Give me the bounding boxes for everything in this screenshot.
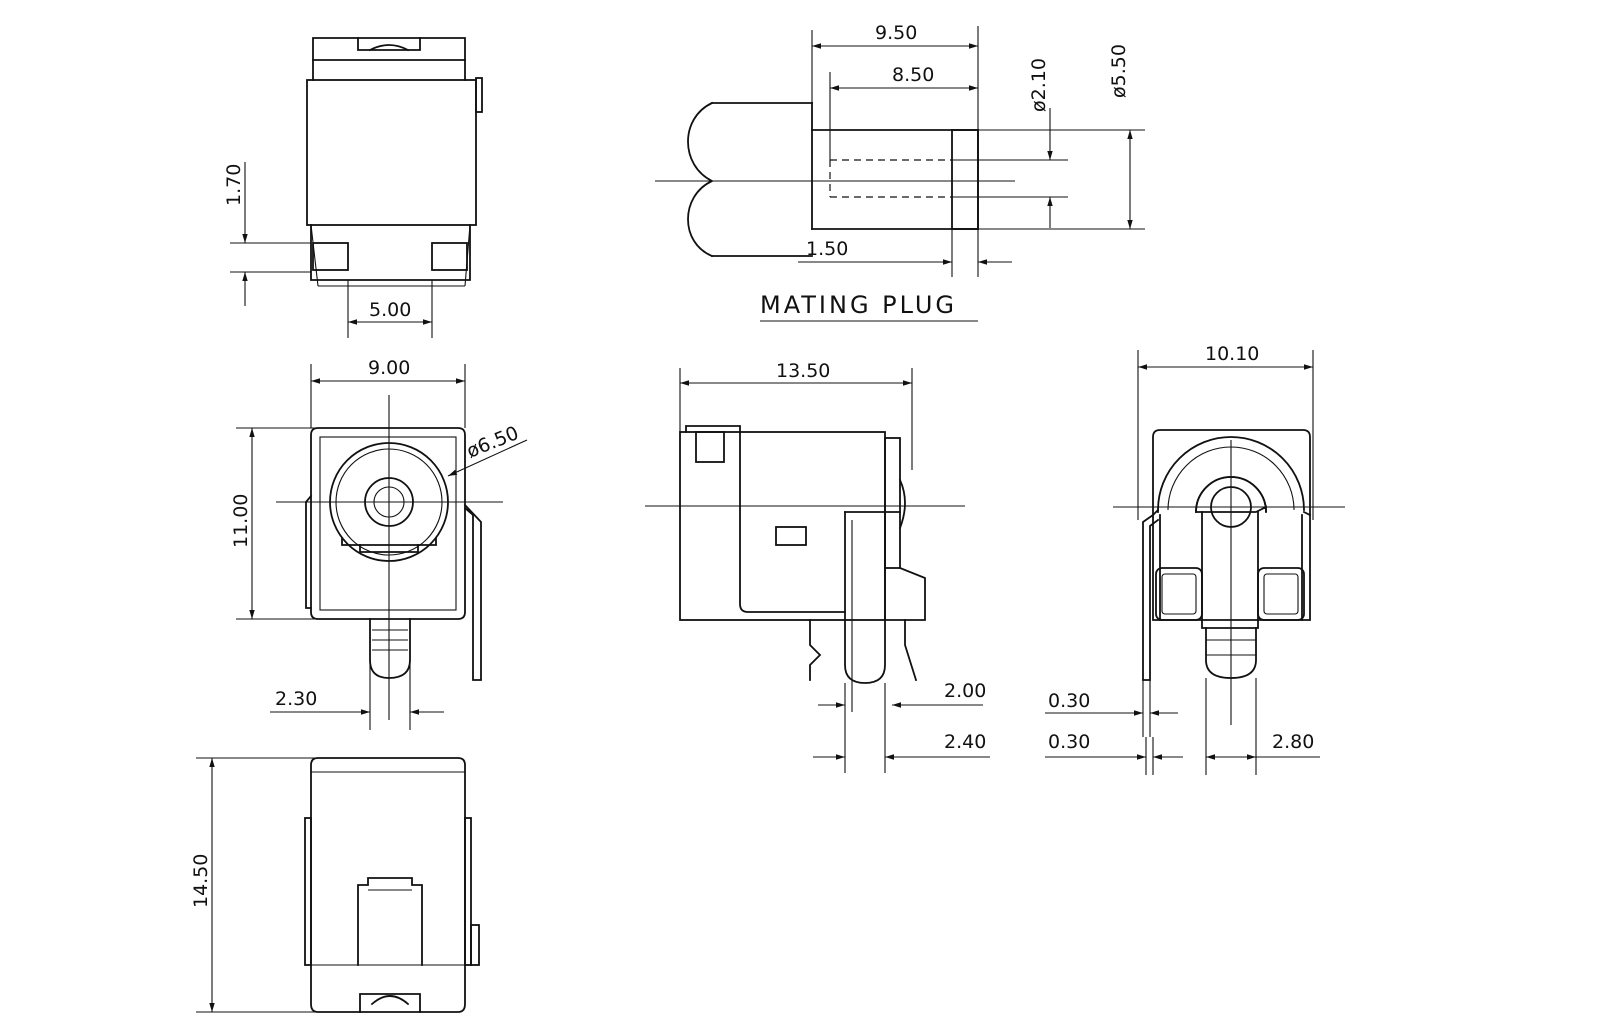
dim-front-pin: 2.30 — [275, 688, 317, 710]
dim-side-pin2: 2.40 — [944, 731, 986, 753]
bottom-view: 14.50 — [190, 757, 480, 1013]
dim-side-pin1: 2.00 — [944, 680, 986, 702]
view-title: MATING PLUG — [760, 291, 957, 319]
dim-pin-diameter: ø2.10 — [1028, 58, 1050, 112]
dim-rear-width: 10.10 — [1205, 343, 1259, 365]
front-view: 9.00 11.00 ø6.50 2.30 — [230, 357, 528, 730]
dim-front-barrel: ø6.50 — [464, 422, 522, 463]
rear-view: 10.10 0.30 0.30 2.80 — [1045, 343, 1345, 775]
dim-top-pin-gap: 1.70 — [223, 164, 245, 206]
dim-rear-t1: 0.30 — [1048, 690, 1090, 712]
dim-top-width: 5.00 — [369, 299, 411, 321]
dim-plug-tip: 1.50 — [806, 238, 848, 260]
dim-front-width: 9.00 — [368, 357, 410, 379]
dim-plug-length: 9.50 — [875, 22, 917, 44]
dim-rear-t2: 0.30 — [1048, 731, 1090, 753]
dim-side-length: 13.50 — [776, 360, 830, 382]
dim-pin-depth: 8.50 — [892, 64, 934, 86]
dim-rear-pin: 2.80 — [1272, 731, 1314, 753]
dim-bottom-length: 14.50 — [190, 854, 212, 908]
mating-plug-view: 9.50 8.50 ø2.10 ø5.50 1.50 MATING PLUG — [655, 22, 1145, 322]
dim-plug-diameter: ø5.50 — [1108, 44, 1130, 98]
dim-front-height: 11.00 — [230, 494, 252, 548]
top-view: 1.70 5.00 — [223, 37, 483, 338]
side-view: 13.50 2.00 2.40 — [645, 360, 990, 773]
